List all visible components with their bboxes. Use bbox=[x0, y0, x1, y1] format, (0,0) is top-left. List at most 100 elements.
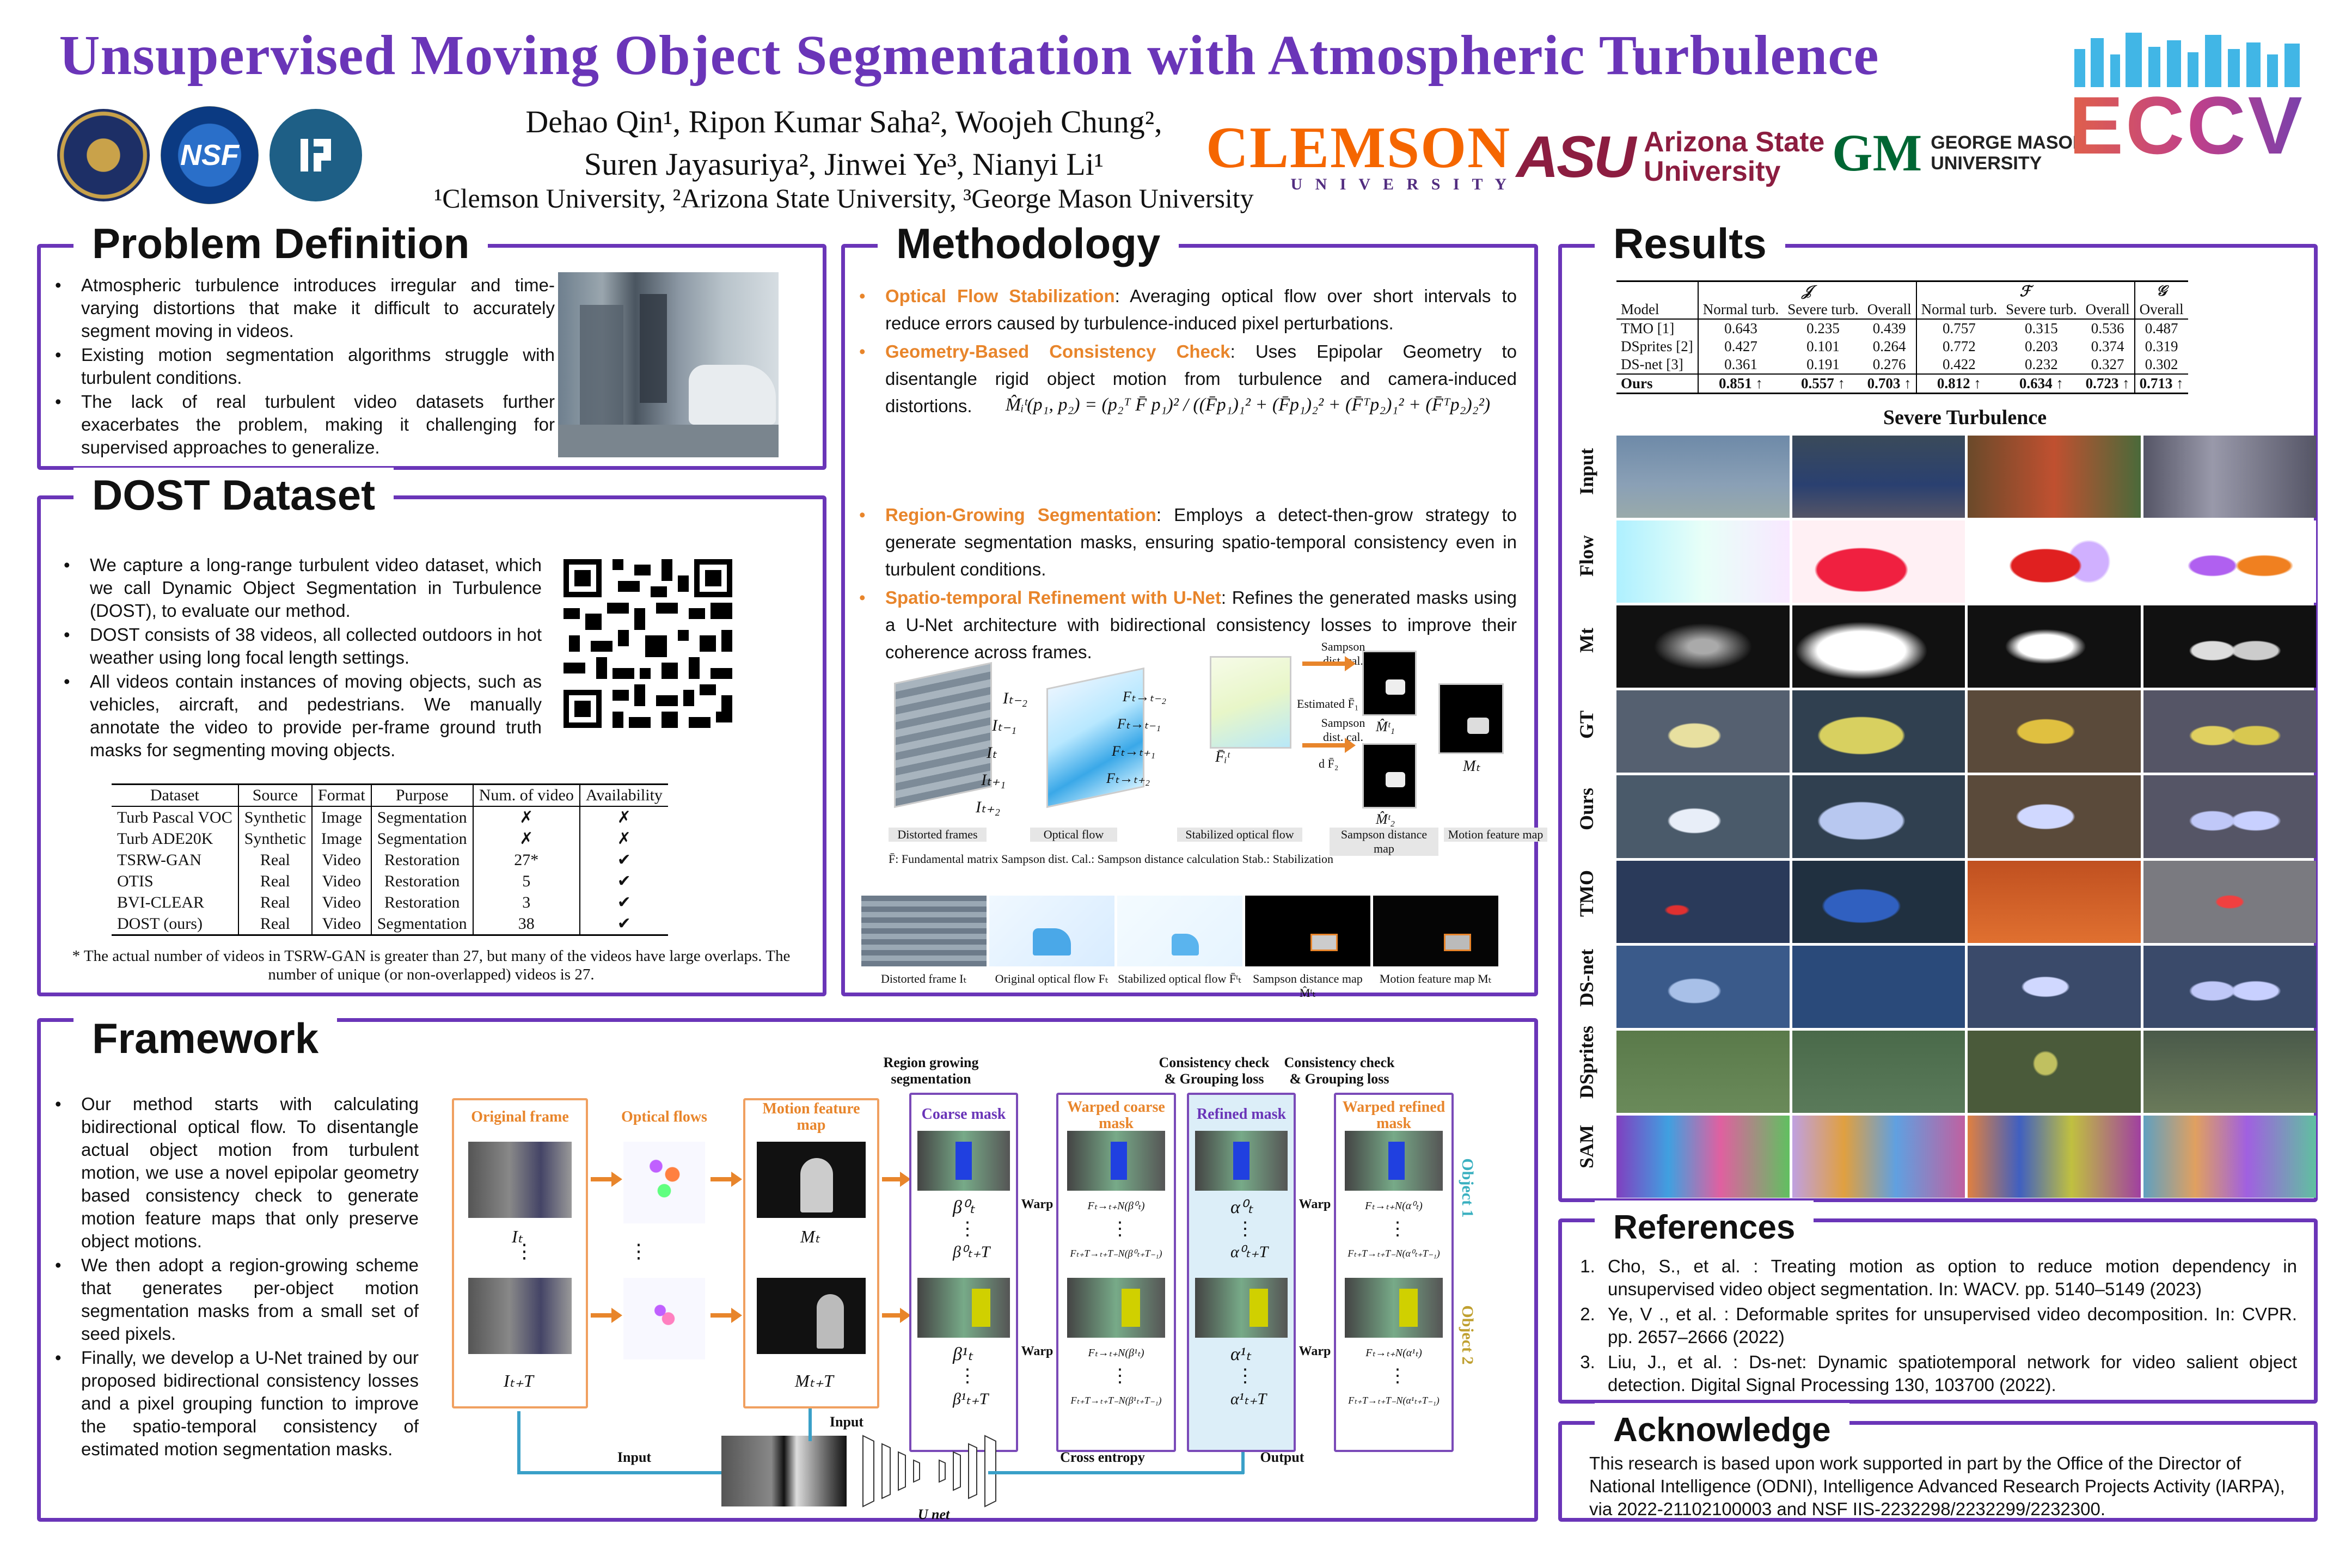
table-cell: Restoration bbox=[370, 871, 473, 892]
output-label: Output bbox=[1260, 1449, 1304, 1465]
original-frame-box bbox=[452, 1098, 588, 1408]
table-cell: DOST (ours) bbox=[112, 913, 238, 936]
odni-seal-logo bbox=[57, 109, 150, 201]
beta-label: β¹ₜ bbox=[953, 1344, 973, 1364]
result-cell bbox=[1616, 945, 1790, 1028]
clemson-logo-subtext: U N I V E R S I T Y bbox=[1290, 175, 1511, 193]
result-cell bbox=[1968, 690, 2141, 773]
strip-stabilized-flow bbox=[1117, 896, 1242, 966]
frame-label: Iₜ₋₁ bbox=[992, 716, 1017, 734]
warp-formula: Fₜ₊T→ₜ₊T₋N(α¹ₜ₊T₋₁) bbox=[1348, 1395, 1440, 1406]
flow-label: Fₜ→ₜ₊₂ bbox=[1106, 770, 1150, 786]
table-cell: 0.772 bbox=[1915, 338, 2002, 356]
refined-mask-image-2 bbox=[1195, 1278, 1288, 1338]
strip-distorted-frame bbox=[861, 896, 987, 966]
pipeline-diagram: Iₜ₋₂ Iₜ₋₁ Iₜ Iₜ₊₁ Iₜ₊₂ Fₜ→ₜ₋₂ Fₜ→ₜ₋₁ Fₜ→… bbox=[872, 640, 1547, 885]
gmu-logo-mark: GM bbox=[1832, 124, 1922, 182]
result-cell bbox=[1792, 945, 1965, 1028]
gmu-logo-name-2: UNIVERSITY bbox=[1931, 152, 2042, 174]
table-cell: OTIS bbox=[117, 872, 154, 890]
warp-label: Warp bbox=[1021, 1344, 1054, 1358]
table-cell: 0.264 bbox=[1872, 338, 1906, 354]
pipeline-arrow bbox=[710, 1172, 742, 1187]
table-cell: 0.557 ↑ bbox=[1800, 375, 1845, 391]
results-image-grid bbox=[1616, 436, 2316, 1198]
diagram-caption: Distorted frames bbox=[889, 828, 987, 842]
dataset-comparison-table: Dataset Source Format Purpose Num. of vi… bbox=[112, 783, 668, 936]
results-panel: Results 𝒥 ℱ 𝒢 Model Normal turb. Severe … bbox=[1558, 216, 2318, 1202]
metric-group-f: ℱ bbox=[1915, 281, 2135, 301]
problem-definition-panel: Problem Definition Atmospheric turbulenc… bbox=[37, 216, 826, 470]
authors-line-1: Dehao Qin¹, Ripon Kumar Saha², Woojeh Ch… bbox=[525, 104, 1162, 139]
diagram-caption: Motion feature map bbox=[1444, 828, 1547, 842]
fbar-label: F̄ᵢᵗ bbox=[1215, 749, 1230, 765]
input-label-2: Input bbox=[829, 1414, 864, 1430]
qr-code-icon[interactable] bbox=[558, 554, 738, 733]
coarse-mask-image-2 bbox=[917, 1278, 1010, 1338]
warped-coarse-image-2 bbox=[1067, 1278, 1165, 1338]
stabilized-flow-image bbox=[1210, 656, 1291, 749]
dost-dataset-panel: DOST Dataset We capture a long-range tur… bbox=[37, 468, 826, 996]
result-cell bbox=[1968, 436, 2141, 518]
acknowledge-panel: Acknowledge This research is based upon … bbox=[1558, 1403, 2318, 1522]
framework-panel: Framework Our method starts with calcula… bbox=[37, 1011, 1538, 1522]
result-cell bbox=[1792, 605, 1965, 688]
authors-line-2: Suren Jayasuriya², Jinwei Ye³, Nianyi Li… bbox=[584, 146, 1104, 182]
warp-label: Warp bbox=[1021, 1197, 1054, 1211]
coarse-mask-box bbox=[909, 1093, 1018, 1452]
optical-flows-image bbox=[623, 1142, 705, 1223]
input-label: Input bbox=[617, 1449, 652, 1465]
dost-dataset-title: DOST Dataset bbox=[74, 468, 394, 522]
table-cell: ✗ bbox=[579, 828, 668, 849]
motion-feature-label: Motion feature map bbox=[762, 1100, 860, 1134]
table-cell: 0.203 bbox=[2025, 338, 2058, 354]
asu-logo-name-1: Arizona State bbox=[1644, 126, 1825, 158]
table-cell: 0.487 bbox=[2134, 319, 2188, 338]
result-cell bbox=[1968, 1115, 2141, 1198]
table-cell: 0.422 bbox=[1915, 356, 2002, 374]
table-cell: 0.232 bbox=[2025, 356, 2058, 372]
result-cell bbox=[1792, 690, 1965, 773]
warp-label: Warp bbox=[1298, 1197, 1331, 1211]
alpha-label: α⁰ₜ₊T bbox=[1230, 1243, 1269, 1261]
result-cell bbox=[1616, 775, 1790, 858]
strip-original-flow bbox=[989, 896, 1114, 966]
ellipsis: ⋮ bbox=[1111, 1366, 1129, 1386]
frame-i-tT: Iₜ₊T bbox=[504, 1371, 534, 1391]
row-label-flow: Flow bbox=[1576, 535, 1597, 577]
strip-sampson-map bbox=[1245, 896, 1370, 966]
result-cell bbox=[1968, 945, 2141, 1028]
output-line bbox=[1241, 1452, 1245, 1474]
result-cell bbox=[1792, 775, 1965, 858]
table-cell: ✗ bbox=[472, 828, 580, 849]
warp-formula: Fₜ₊T→ₜ₊T₋N(β¹ₜ₊T₋₁) bbox=[1070, 1395, 1162, 1406]
table-cell: BVI-CLEAR bbox=[117, 893, 204, 911]
table-cell: Synthetic bbox=[237, 806, 313, 828]
table-cell: ✔ bbox=[579, 892, 668, 913]
original-frame-label: Original frame bbox=[471, 1108, 569, 1125]
table-cell: 0.235 bbox=[1806, 320, 1840, 336]
pipeline-arrow bbox=[1302, 656, 1356, 671]
table-cell: ✔ bbox=[579, 849, 668, 871]
flow-label: Fₜ→ₜ₋₂ bbox=[1123, 689, 1166, 705]
ellipsis: ⋮ bbox=[514, 1240, 534, 1262]
table-cell: Synthetic bbox=[237, 828, 313, 849]
reference-item: Ye, V ., et al. : Deformable sprites for… bbox=[1600, 1303, 2297, 1349]
table-cell: Real bbox=[237, 892, 313, 913]
table-cell: Real bbox=[237, 849, 313, 871]
nsf-logo-text: NSF bbox=[180, 139, 239, 171]
ellipsis: ⋮ bbox=[958, 1366, 977, 1386]
framework-bullet: Finally, we develop a U-Net trained by o… bbox=[48, 1346, 419, 1461]
row-label-dsprites: DSprites bbox=[1576, 1026, 1597, 1099]
acknowledge-text: This research is based upon work support… bbox=[1589, 1453, 2285, 1519]
motion-m-t: Mₜ bbox=[800, 1227, 820, 1246]
results-title: Results bbox=[1595, 216, 1785, 271]
metric-group-j: 𝒥 bbox=[1697, 281, 1916, 301]
warp-formula: Fₜ→ₜ₊N(β¹ₜ) bbox=[1088, 1347, 1144, 1359]
table-header: Dataset bbox=[112, 783, 238, 807]
unet-input-line bbox=[808, 1408, 812, 1441]
